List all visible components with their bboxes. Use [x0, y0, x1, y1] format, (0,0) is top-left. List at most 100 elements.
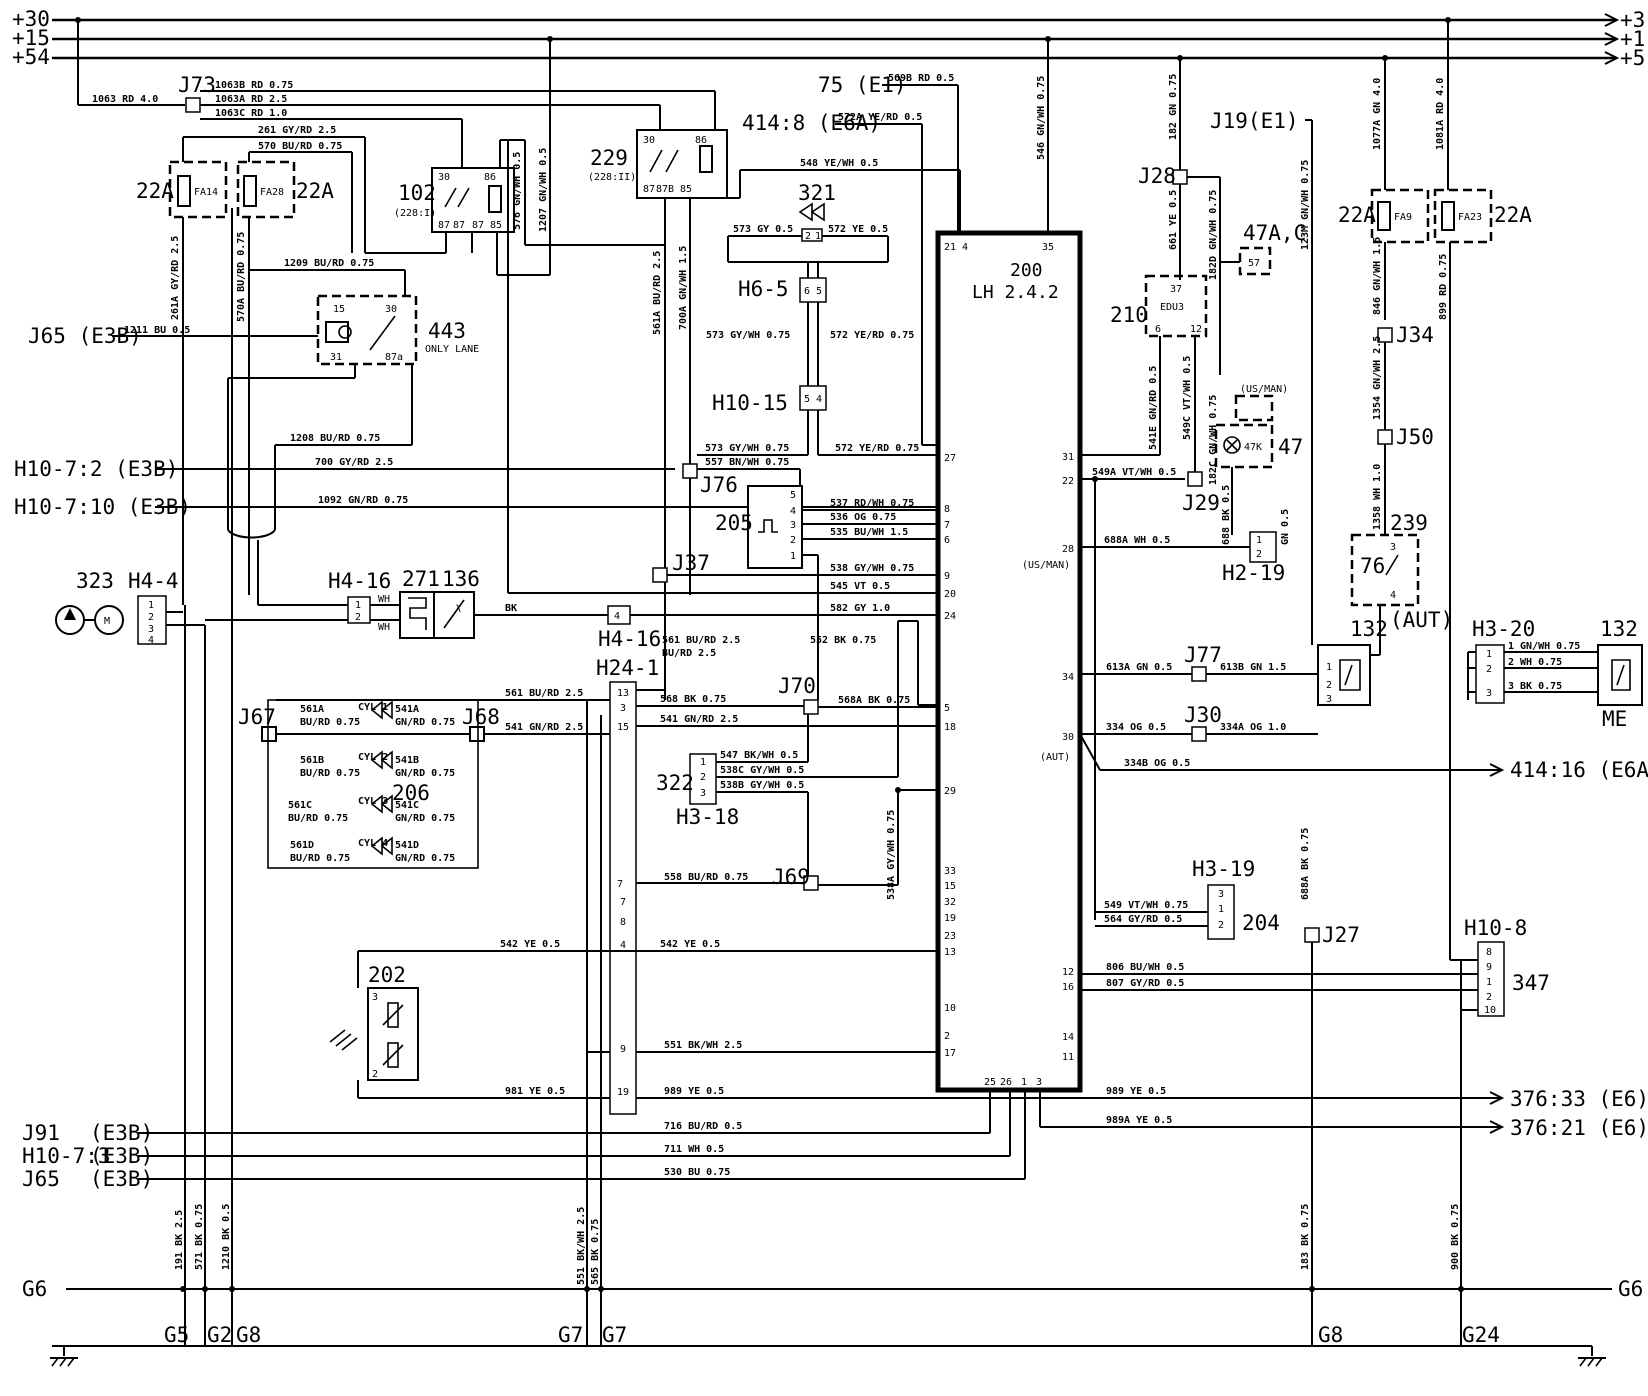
svg-text:7: 7: [617, 879, 623, 890]
svg-text:1: 1: [355, 600, 361, 611]
bus-54-right-label: +5: [1620, 46, 1645, 70]
j28-label: J28: [1138, 164, 1176, 188]
relay-239-inner: 76: [1360, 554, 1385, 578]
svg-text:GN/RD 0.75: GN/RD 0.75: [395, 813, 455, 824]
ground-symbol-left: [50, 1346, 78, 1367]
wire-label: 1081A RD 4.0: [1435, 78, 1446, 150]
fuse-fa23-icon: [1441, 201, 1455, 231]
svg-text:1: 1: [1256, 535, 1262, 546]
fuse-fa23-housing: [1433, 188, 1493, 244]
ecu-pin: 14: [1062, 1032, 1074, 1043]
h10-15-label: H10-15: [712, 391, 788, 415]
svg-text:37: 37: [1170, 284, 1182, 295]
svg-text:3: 3: [1486, 688, 1492, 699]
component-205-label: 205: [715, 511, 753, 535]
component-132b-sub: ME: [1602, 707, 1627, 731]
component-204-label: 204: [1242, 911, 1280, 935]
lamp-icon: [1223, 436, 1241, 454]
svg-text:CYL 1: CYL 1: [358, 702, 388, 713]
svg-text:5: 5: [804, 394, 810, 405]
solenoid-me-icon: [1611, 659, 1631, 691]
h6-5-label: H6-5: [738, 277, 789, 301]
svg-text:31: 31: [330, 352, 342, 363]
svg-text:2: 2: [1486, 664, 1492, 675]
svg-text:GN/RD 0.75: GN/RD 0.75: [395, 717, 455, 728]
svg-text:30: 30: [385, 304, 397, 315]
wire-label: 546 GN/WH 0.75: [1036, 76, 1047, 160]
svg-text:87: 87: [643, 184, 655, 195]
j76-splice: [682, 463, 698, 479]
ecu-pin: 7: [944, 520, 950, 531]
fuse-fa14-rating: 22A: [136, 179, 174, 203]
fuse-fa14-label: FA14: [194, 187, 218, 198]
wire-label: 573 GY/WH 0.75: [706, 330, 790, 341]
ecu-pin: 24: [944, 611, 956, 622]
component-206-label: 206: [392, 781, 430, 805]
svg-text:2: 2: [372, 1069, 378, 1080]
component-322-label: 322: [656, 771, 694, 795]
j69-splice: [803, 875, 819, 891]
j30-label: J30: [1184, 703, 1222, 727]
svg-text:8: 8: [1486, 947, 1492, 958]
wire-label: 569B RD 0.5: [888, 73, 954, 84]
h2-19-label: H2-19: [1222, 561, 1285, 585]
h4-16b-label: H4-16: [598, 627, 661, 651]
ecu-pin: 9: [944, 571, 950, 582]
svg-text:12: 12: [1190, 324, 1202, 335]
ecu-pin: 23: [944, 931, 956, 942]
svg-text:2: 2: [355, 612, 361, 623]
h10-8-label: H10-8: [1464, 916, 1527, 940]
left-supply-section: 1063 RD 4.0 J73 1063B RD 0.75 1063A RD 2…: [14, 20, 938, 646]
svg-text:1: 1: [790, 551, 796, 562]
wire-label: 572 YE 0.5: [828, 224, 888, 235]
ecu-pin: 2: [944, 1031, 950, 1042]
svg-text:541D: 541D: [395, 840, 419, 851]
bus-30-right-label: +3: [1620, 8, 1645, 32]
svg-text:3: 3: [1218, 889, 1224, 900]
h24-1-connector: [609, 681, 637, 1115]
fuse-fa28-label: FA28: [260, 187, 284, 198]
component-202-label: 202: [368, 963, 406, 987]
injector-cyl4-icon: [370, 836, 393, 856]
wire-label: 613A GN 0.5: [1106, 662, 1172, 673]
svg-text:541C: 541C: [395, 800, 419, 811]
temp-sensor-icon: [329, 1029, 358, 1051]
ecu-pin: 21: [944, 242, 956, 253]
wire-label: 1209 BU/RD 0.75: [284, 258, 374, 269]
wire-label: 688A BK 0.75: [1300, 828, 1311, 900]
wire-label: 700A GN/WH 1.5: [678, 246, 689, 330]
svg-text:541B: 541B: [395, 755, 419, 766]
right-section: 182 GN 0.75 J28 661 YE 0.5 182D GN/WH 0.…: [1040, 20, 1648, 1270]
svg-text:λ: λ: [455, 604, 461, 615]
solenoid-132a: [1317, 644, 1371, 706]
wire-label: 807 GY/RD 0.5: [1106, 978, 1184, 989]
ground-symbol-right: [1578, 1346, 1606, 1367]
wire-label: 1063A RD 2.5: [215, 94, 287, 105]
h3-19-connector: [1207, 884, 1235, 940]
wire-label: 1063B RD 0.75: [215, 80, 293, 91]
j73-splice: [185, 97, 201, 113]
ecu-pin: 32: [944, 897, 956, 908]
h6-5-connector: [799, 277, 827, 303]
ground-point-g7a: G7: [558, 1323, 583, 1347]
module-210-housing: [1144, 274, 1208, 338]
wire-label: 545 VT 0.5: [830, 581, 890, 592]
wire-label: 182C GN/WH 0.75: [1208, 395, 1219, 485]
component-321-label: 321: [798, 181, 836, 205]
wire-label: 1063 RD 4.0: [92, 94, 158, 105]
power-buses: +30 +15 +54 +3 +1 +5: [12, 7, 1645, 70]
wire-label: 1 GN/WH 0.75: [1508, 641, 1580, 652]
wire-label: 571 BK 0.75: [194, 1204, 205, 1270]
wire-label: 538 GY/WH 0.75: [830, 563, 914, 574]
wire-label: 541E GN/RD 0.5: [1148, 366, 1159, 450]
wire-label: 538C GY/WH 0.5: [720, 765, 804, 776]
ecu-pin: 16: [1062, 982, 1074, 993]
injector-cyl1-icon: [370, 700, 393, 720]
wire-label: 711 WH 0.5: [664, 1144, 724, 1155]
wire-label: 537 RD/WH 0.75: [830, 498, 914, 509]
fuse-fa28-rating: 22A: [296, 179, 334, 203]
component-271-label: 271: [402, 567, 440, 591]
svg-text:7: 7: [620, 897, 626, 908]
ecu-pin: 26: [1000, 1077, 1012, 1088]
